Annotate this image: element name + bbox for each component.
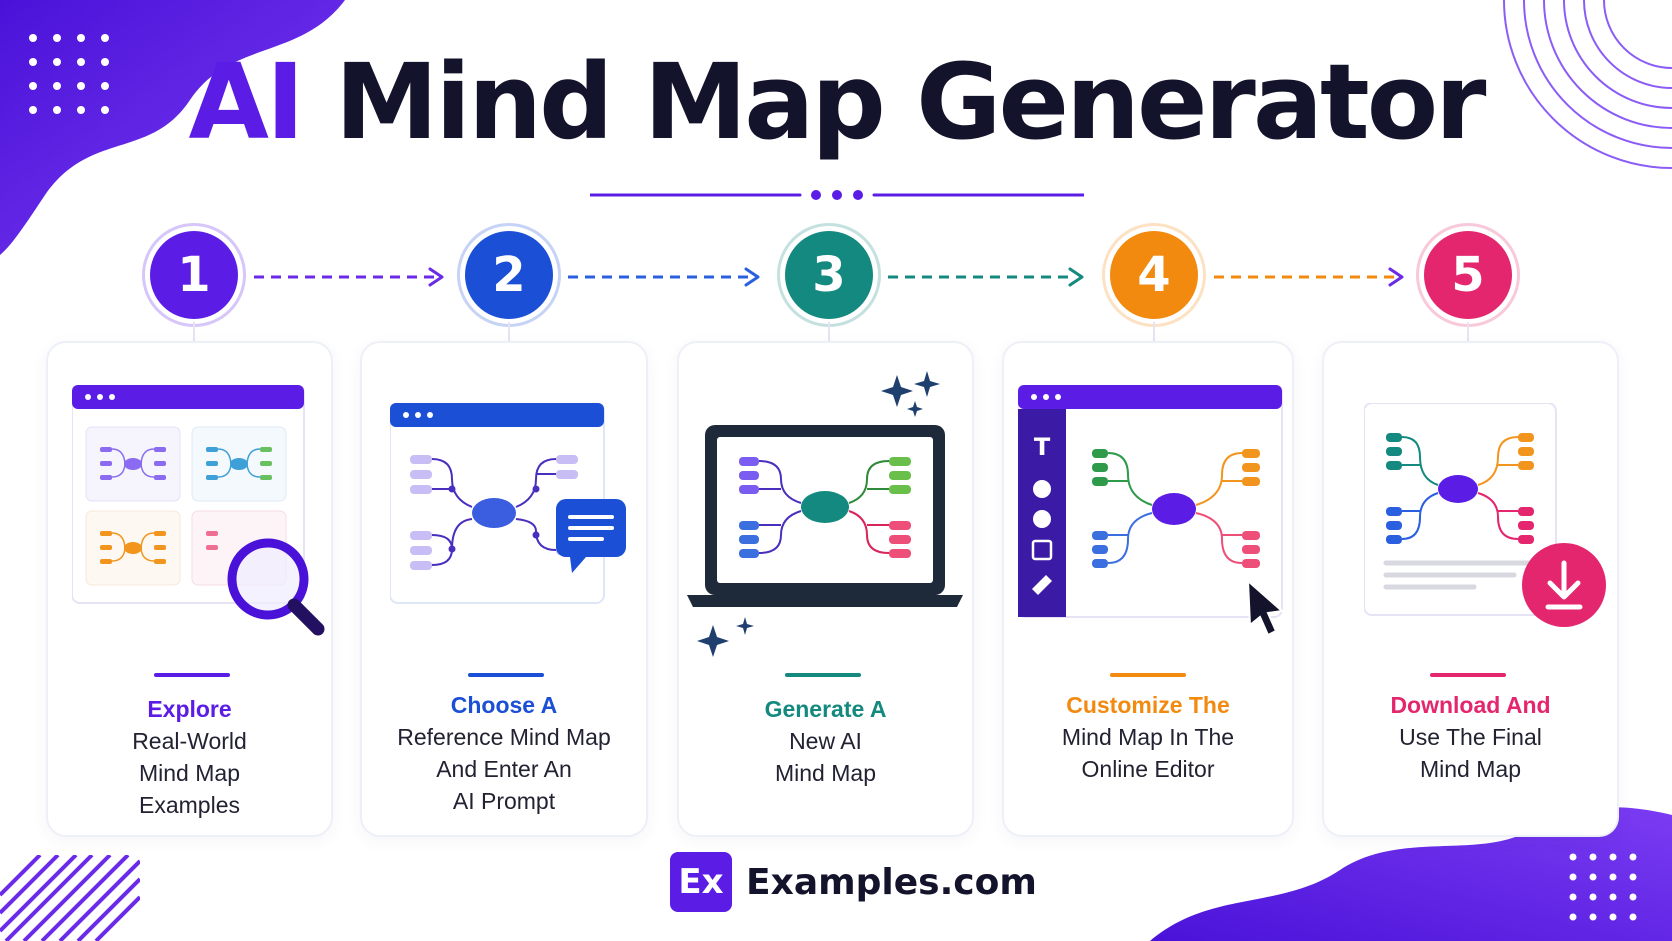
step-4-heading: Customize The (1066, 692, 1230, 718)
step-4-rule (1110, 673, 1186, 677)
connector-1 (193, 322, 195, 342)
prompt-illustration (389, 402, 640, 618)
arrow-2-to-3 (568, 265, 762, 289)
step-3-heading: Generate A (764, 696, 887, 722)
connector-5 (1467, 322, 1469, 342)
bottom-left-stripes (0, 855, 140, 941)
title-main: Mind Map Generator (334, 41, 1487, 163)
step-2-rule (468, 673, 544, 677)
step-1-heading: Explore (147, 696, 232, 722)
title-accent: AI (188, 41, 305, 163)
download-illustration (1363, 402, 1614, 658)
title-divider (588, 185, 1086, 205)
connector-4 (1153, 322, 1155, 342)
footer-brand[interactable]: Ex Examples.com (670, 852, 1037, 912)
step-5-rule (1430, 673, 1506, 677)
brand-logo: Ex (670, 852, 732, 912)
page-title: AI Mind Map Generator (0, 47, 1672, 157)
arrow-1-to-2 (254, 265, 446, 289)
editor-illustration: T (1017, 384, 1288, 650)
step-5-heading: Download And (1390, 692, 1551, 718)
svg-text:T: T (1034, 433, 1051, 461)
step-4-number: 4 (1102, 223, 1206, 327)
connector-2 (508, 322, 510, 342)
examples-gallery-illustration (71, 384, 332, 650)
brand-name: Examples.com (746, 861, 1037, 903)
arrow-4-to-5 (1214, 265, 1406, 289)
arrow-3-to-4 (888, 265, 1086, 289)
laptop-illustration (683, 367, 973, 672)
step-3-number: 3 (777, 223, 881, 327)
step-1-number: 1 (142, 223, 246, 327)
step-2-number: 2 (457, 223, 561, 327)
step-3-rule (785, 673, 861, 677)
step-1-rule (154, 673, 230, 677)
bottom-right-dot-grid (1568, 852, 1638, 922)
step-2-heading: Choose A (450, 692, 558, 718)
step-5-number: 5 (1416, 223, 1520, 327)
connector-3 (828, 322, 830, 342)
